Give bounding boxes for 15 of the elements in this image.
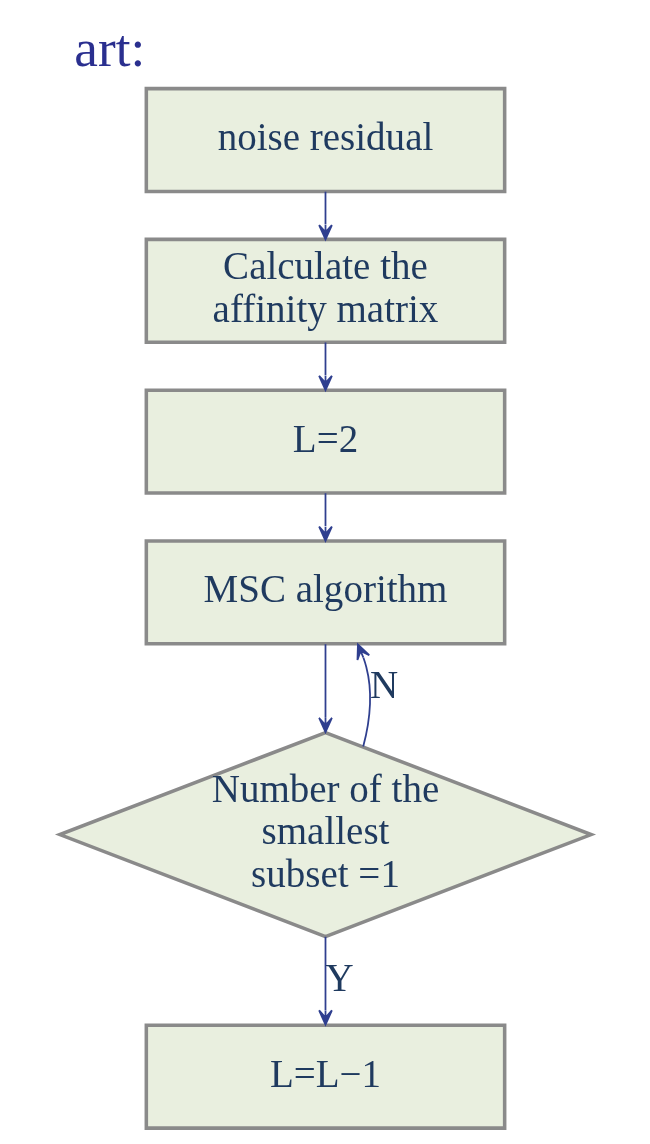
- node-box: MSC algorithm: [144, 539, 506, 646]
- node-diamond: Number of the smallest subset =1: [54, 730, 596, 939]
- diagram-title: art:: [73, 18, 145, 78]
- node-box: L=L−1: [144, 1023, 506, 1130]
- arrow: [317, 492, 333, 542]
- node-box: noise residual: [144, 86, 506, 194]
- arrow: [317, 190, 333, 241]
- node-box: Calculate the affinity matrix: [144, 237, 506, 345]
- arrow: [317, 935, 333, 1026]
- node-box: L=2: [144, 388, 506, 495]
- edge-label: N: [369, 663, 398, 707]
- edge-label: Y: [325, 955, 354, 999]
- arrow: [356, 643, 371, 748]
- arrow: [317, 643, 333, 734]
- arrow: [317, 341, 333, 391]
